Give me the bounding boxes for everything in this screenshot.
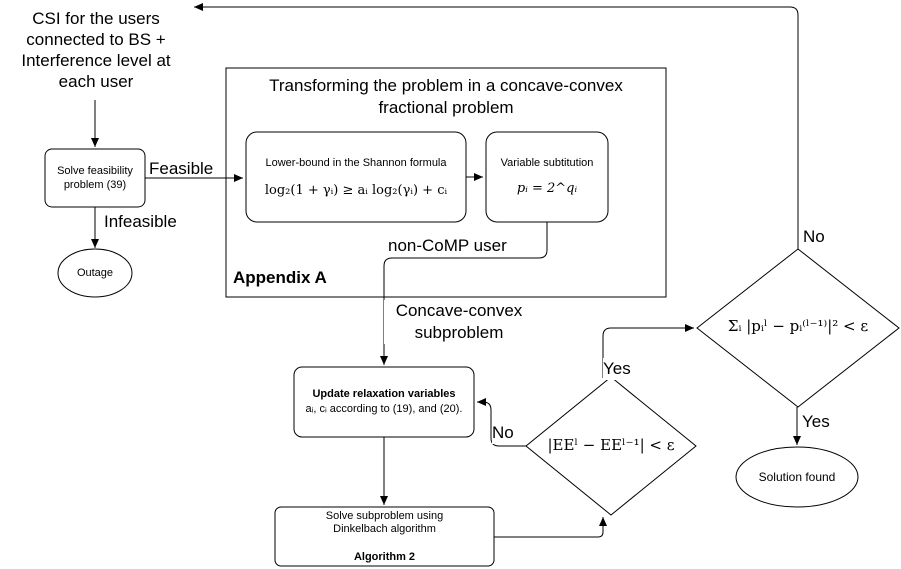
edge-ee-no (477, 398, 526, 447)
algorithm-label: Algorithm 2 (353, 551, 416, 563)
solve-line-2: Dinkelbach algorithm (333, 523, 436, 535)
input-line-2: connected to BS + (26, 30, 166, 49)
appendix-frame (225, 67, 667, 298)
variable-box (485, 131, 609, 223)
solve-line-1: Solve subproblem using (325, 510, 444, 522)
lower-bound-title: Lower-bound in the Shannon formula (265, 157, 447, 169)
non-comp-label: non-CoMP user (388, 235, 507, 257)
solve-text: Solve subproblem using Dinkelbach algori… (275, 510, 494, 536)
appendix-title-line-2: fractional problem (378, 98, 514, 117)
edge-p-no (194, 3, 799, 249)
edge-variable-to-update (380, 222, 548, 365)
ee-yes-label: Yes (603, 358, 631, 380)
input-text: CSI for the users connected to BS + Inte… (0, 8, 192, 92)
subproblem-line-1: Concave-convex (395, 301, 523, 320)
update-text: Update relaxation variables aᵢ, cᵢ accor… (294, 387, 474, 417)
variable-formula: pᵢ = 2^qᵢ (516, 181, 578, 196)
p-yes-label: Yes (802, 412, 830, 431)
variable-title: Variable subtitution (500, 157, 594, 169)
solution-label: Solution found (758, 470, 836, 484)
input-line-4: each user (58, 72, 134, 91)
input-line-3: Interference level at (21, 51, 171, 70)
lower-bound-formula: log₂(1 + γᵢ) ≥ aᵢ log₂(γᵢ) + cᵢ (264, 183, 448, 198)
feasible-label: Feasible (149, 159, 214, 178)
ee-decision-diamond (525, 376, 697, 516)
update-title: Update relaxation variables (312, 388, 456, 400)
p-formula: Σᵢ |pᵢˡ − pᵢ⁽ˡ⁻¹⁾|² < ε (727, 317, 869, 335)
p-decision-diamond (696, 248, 900, 408)
ee-no-label: No (492, 422, 514, 444)
appendix-label: Appendix A (233, 268, 327, 287)
appendix-title-line-1: Transforming the problem in a concave-co… (269, 76, 623, 95)
subproblem-label: Concave-convex subproblem (384, 300, 534, 344)
outage-ellipse (57, 248, 133, 298)
edge-ee-yes (602, 324, 694, 378)
solution-ellipse (735, 446, 859, 508)
input-line-1: CSI for the users (32, 9, 160, 28)
feasibility-line-1: Solve feasibility (57, 165, 133, 177)
p-no-label: No (803, 227, 825, 246)
feasibility-text: Solve feasibility problem (39) (45, 164, 145, 192)
infeasible-label: Infeasible (104, 212, 177, 231)
lower-bound-box (245, 131, 467, 223)
feasibility-line-2: problem (39) (63, 179, 127, 191)
update-line-2: aᵢ, cᵢ according to (19), and (20). (305, 403, 463, 415)
ee-formula: |EEˡ − EEˡ⁻¹| < ε (547, 436, 675, 454)
outage-label: Outage (76, 267, 114, 279)
edge-solve-to-ee (494, 517, 607, 538)
appendix-title: Transforming the problem in a concave-co… (226, 75, 666, 119)
subproblem-line-2: subproblem (414, 323, 504, 342)
